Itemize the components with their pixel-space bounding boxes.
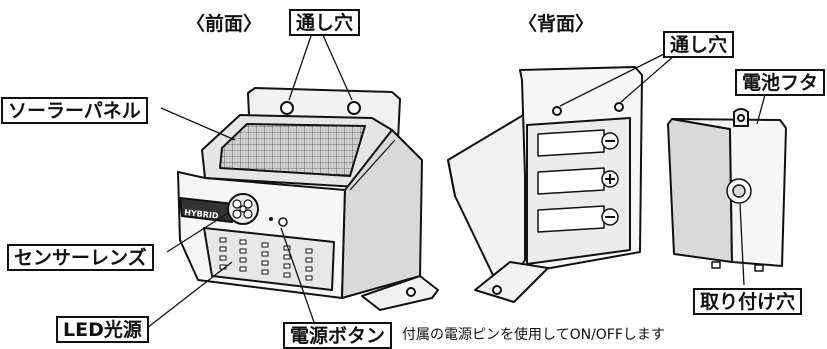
leader-cover	[756, 90, 767, 125]
power-button	[278, 217, 288, 227]
back-heading: 〈背面〉	[518, 13, 595, 35]
mounting-hole-label: 取り付け穴	[693, 288, 803, 315]
leader-lines	[146, 32, 767, 329]
battery-1	[537, 129, 605, 157]
front-heading: 〈前面〉	[186, 13, 263, 35]
front-mount-foot	[361, 275, 439, 311]
leader-power	[280, 227, 316, 326]
led-light-label: LED光源	[56, 316, 149, 343]
front-vent-hole-left	[280, 101, 294, 115]
leader-back-vent-left	[559, 52, 667, 107]
solar-panel	[219, 123, 366, 177]
battery-2	[537, 167, 605, 195]
power-button-label: 電源ボタン	[283, 322, 393, 349]
front-device	[177, 87, 439, 311]
back-mount-foot	[474, 261, 549, 303]
front-vent-label: 通し穴	[289, 9, 361, 36]
leader-sensor	[166, 212, 229, 253]
sensor-lens-label: センサーレンズ	[7, 244, 154, 271]
back-vent-hole-right	[614, 102, 624, 112]
battery-3	[537, 205, 605, 233]
leader-front-vent-left	[288, 32, 313, 101]
leader-front-vent-right	[321, 32, 353, 101]
power-button-note: 付属の電源ピンを使用してON/OFFします	[402, 327, 665, 343]
hybrid-badge: HYBRID	[184, 208, 219, 221]
leader-hole	[739, 203, 745, 286]
back-foot-hole	[492, 285, 502, 295]
back-device	[447, 66, 643, 303]
leader-solar	[160, 107, 236, 141]
front-foot-hole	[406, 287, 416, 297]
led-panel	[203, 227, 335, 291]
solar-panel-label: ソーラーパネル	[1, 97, 148, 124]
battery-cover-label: 電池フタ	[735, 69, 826, 96]
back-vent-hole-left	[552, 106, 562, 116]
back-vent-label: 通し穴	[663, 31, 735, 58]
battery-cover	[667, 108, 787, 272]
leader-led	[146, 261, 233, 329]
front-vent-hole-right	[347, 101, 361, 115]
leader-back-vent-right	[620, 54, 676, 103]
